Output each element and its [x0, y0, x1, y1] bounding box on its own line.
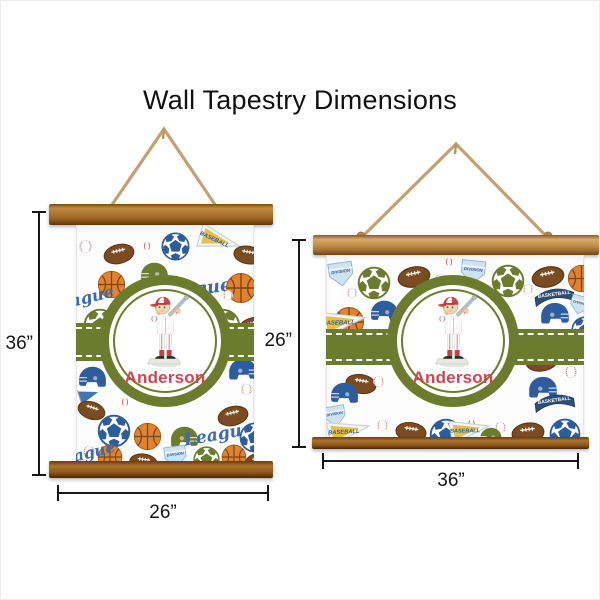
soccer-ball-icon — [549, 418, 581, 438]
height-dimension-label: 36” — [5, 333, 33, 354]
football-helmet-icon — [528, 376, 558, 399]
svg-text:BASKETBALL: BASKETBALL — [537, 289, 571, 300]
width-dimension-label: 26” — [149, 502, 177, 523]
baseball-player-illustration — [425, 292, 481, 370]
svg-text:BASEBALL: BASEBALL — [326, 320, 355, 327]
basketball-icon — [133, 422, 162, 451]
basketball-icon — [567, 264, 584, 293]
baseball-stitch-icon — [144, 242, 150, 250]
baseball-icon — [240, 383, 253, 396]
medallion-inner-ring — [113, 289, 217, 393]
width-dimension-line — [57, 485, 269, 501]
football-icon — [394, 419, 428, 438]
basketball-banner-icon: BASKETBALL — [534, 394, 576, 414]
football-icon — [231, 243, 254, 267]
height-dimension-label: 26” — [264, 330, 292, 351]
football-icon — [101, 240, 137, 268]
width-dimension-line — [322, 453, 579, 469]
football-helmet-icon — [540, 302, 570, 325]
wood-dowel-bottom — [49, 461, 273, 478]
football-helmet-icon — [78, 366, 107, 388]
monogram-medallion: Anderson — [387, 275, 519, 407]
soccer-ball-icon — [357, 266, 391, 300]
svg-text:BASEBALL: BASEBALL — [450, 428, 481, 435]
monogram-medallion: Anderson — [99, 275, 231, 407]
football-icon — [529, 263, 567, 291]
baseball-pennant-icon: BASEBALL — [196, 225, 242, 250]
wood-dowel-top — [49, 204, 273, 225]
sports-pattern: DIVISION DIVISION BASEBALL DIVISION BASK… — [326, 258, 584, 438]
svg-text:BASEBALL: BASEBALL — [328, 429, 360, 437]
baseball-icon — [372, 375, 385, 388]
wood-dowel-top — [313, 235, 599, 255]
baseball-stitch-icon — [446, 258, 452, 266]
baseball-icon — [79, 240, 92, 253]
baseball-icon — [376, 419, 389, 432]
division-badge-icon: DIVISION — [326, 404, 346, 427]
page-title: Wall Tapestry Dimensions — [143, 85, 457, 115]
division-badge-icon: DIVISION — [570, 293, 584, 315]
rope-hanger-icon — [356, 141, 553, 241]
height-dimension-line — [292, 239, 306, 448]
personalized-name: Anderson — [124, 368, 206, 387]
baseball-player-illustration — [137, 292, 193, 370]
wood-dowel-bottom — [312, 437, 589, 449]
personalized-name: Anderson — [412, 368, 494, 387]
medallion-inner-ring — [401, 289, 505, 393]
svg-text:DIVISION: DIVISION — [326, 411, 343, 418]
baseball-stitch-icon — [122, 398, 128, 406]
baseball-icon — [565, 366, 577, 378]
baseball-icon — [346, 287, 358, 299]
baseball-icon — [222, 289, 234, 301]
tapestry-fabric: DIVISION DIVISION BASEBALL DIVISION BASK… — [326, 255, 584, 438]
svg-text:DIVISION: DIVISION — [331, 267, 351, 275]
division-badge-icon: DIVISION — [327, 260, 354, 287]
football-icon — [510, 420, 546, 438]
svg-text:BASKETBALL: BASKETBALL — [537, 395, 571, 406]
width-dimension-label: 36” — [437, 470, 465, 491]
football-helmet-icon — [228, 358, 254, 381]
soccer-ball-icon — [161, 232, 190, 261]
height-dimension-line — [32, 211, 46, 476]
baseball-pennant-icon: BASEBALL — [448, 420, 492, 438]
svg-text:DIVISION: DIVISION — [573, 299, 584, 307]
baseball-icon — [522, 283, 534, 295]
svg-text:DIVISION: DIVISION — [464, 266, 484, 273]
svg-text:DIVISION: DIVISION — [166, 450, 184, 457]
